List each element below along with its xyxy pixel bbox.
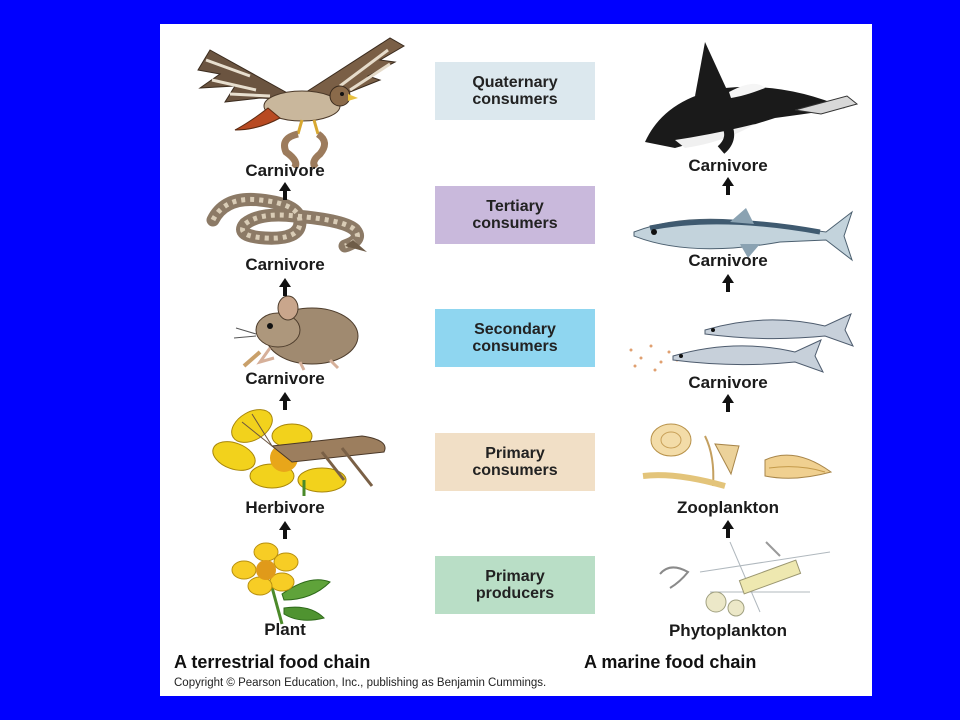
level-label-line1: Secondary <box>474 321 556 338</box>
terrestrial-label-tertiary: Carnivore <box>245 255 325 274</box>
plant-illustration <box>231 542 331 625</box>
terrestrial-label-secondary: Carnivore <box>245 369 325 388</box>
level-label-line1: Primary <box>485 445 545 462</box>
snake-illustration <box>206 192 367 253</box>
level-label-line2: consumers <box>472 91 558 108</box>
mouse-illustration <box>233 295 359 371</box>
killer-whale-illustration <box>645 42 859 154</box>
copyright-notice: Copyright © Pearson Education, Inc., pub… <box>174 677 547 689</box>
marine-label-tertiary: Carnivore <box>688 251 768 270</box>
marine-label-secondary: Carnivore <box>688 373 768 392</box>
marine-label-primary: Zooplankton <box>677 498 779 517</box>
terrestrial-label-quaternary: Carnivore <box>245 161 325 180</box>
terrestrial-label-producer: Plant <box>264 620 306 639</box>
phytoplankton-illustration <box>659 541 831 617</box>
level-label-line1: Primary <box>485 568 545 585</box>
level-label-line2: consumers <box>472 338 558 355</box>
level-label-line2: consumers <box>472 215 558 232</box>
level-label-line1: Quaternary <box>472 74 558 91</box>
hawk-illustration <box>197 37 405 168</box>
terrestrial-label-primary: Herbivore <box>245 498 325 517</box>
grasshopper-illustration <box>212 409 386 496</box>
marine-label-quaternary: Carnivore <box>688 156 768 175</box>
level-label-line1: Tertiary <box>486 198 544 215</box>
tuna-illustration <box>633 208 853 262</box>
level-label-line2: producers <box>475 585 555 602</box>
marine-label-producer: Phytoplankton <box>668 621 788 640</box>
terrestrial-chain-title: A terrestrial food chain <box>174 652 371 672</box>
level-label-line2: consumers <box>472 462 558 479</box>
zooplankton-illustration <box>642 423 833 489</box>
small-fish-illustration <box>629 313 855 373</box>
marine-chain-title: A marine food chain <box>584 652 757 672</box>
